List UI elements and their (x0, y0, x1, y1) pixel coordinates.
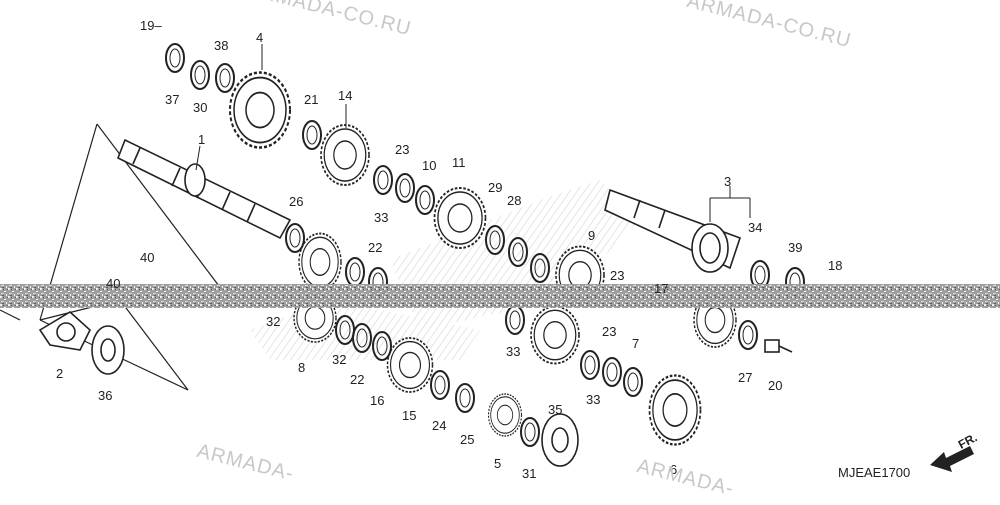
callout-30: 30 (193, 100, 207, 115)
callout-29: 29 (488, 180, 502, 195)
callout-18: 18 (828, 258, 842, 273)
callout-32b: 32 (332, 352, 346, 367)
callout-6: 6 (670, 462, 677, 477)
callout-8: 8 (298, 360, 305, 375)
callout-28: 28 (507, 193, 521, 208)
callout-39: 39 (788, 240, 802, 255)
callout-38: 38 (214, 38, 228, 53)
gear-part-4 (228, 71, 292, 149)
callout-34: 34 (748, 220, 762, 235)
callout-25: 25 (460, 432, 474, 447)
callout-24: 24 (432, 418, 446, 433)
callout-16: 16 (370, 393, 384, 408)
callout-40b: 40 (106, 276, 120, 291)
callout-11: 11 (452, 155, 466, 170)
gear-part-14 (320, 124, 370, 186)
callout-7: 7 (632, 336, 639, 351)
callout-1: 1 (198, 132, 205, 147)
callout-33: 33 (374, 210, 388, 225)
callout-26: 26 (289, 194, 303, 209)
bolt-part-20 (764, 339, 793, 353)
callout-4: 4 (256, 30, 263, 45)
gear-part-6 (648, 374, 702, 446)
gear-part-5 (487, 393, 523, 437)
callout-40a: 40 (140, 250, 154, 265)
callout-37: 37 (165, 92, 179, 107)
callout-20: 20 (768, 378, 782, 393)
gear-part-33-gear (530, 305, 580, 365)
callout-32a: 32 (266, 314, 280, 329)
gear-part-26-gear (298, 232, 342, 292)
mainshaft-part-1 (116, 138, 292, 240)
callout-33c: 33 (586, 392, 600, 407)
callout-3: 3 (724, 174, 731, 189)
callout-15: 15 (402, 408, 416, 423)
callout-36: 36 (98, 388, 112, 403)
callout-17: 17 (654, 281, 668, 296)
gear-part-11 (433, 187, 487, 249)
callout-10: 10 (422, 158, 436, 173)
plate-part-2 (38, 311, 91, 351)
callout-9: 9 (588, 228, 595, 243)
callout-22b: 22 (350, 372, 364, 387)
callout-21: 21 (304, 92, 318, 107)
callout-2: 2 (56, 366, 63, 381)
countershaft-part-3 (604, 188, 742, 273)
callout-19: 19– (140, 18, 162, 33)
bearing-part-35 (541, 413, 579, 467)
callout-33b: 33 (506, 344, 520, 359)
callout-14: 14 (338, 88, 352, 103)
scan-band (0, 284, 1000, 308)
front-arrow-icon (930, 446, 974, 472)
callout-23c: 23 (602, 324, 616, 339)
callout-22: 22 (368, 240, 382, 255)
callout-31: 31 (522, 466, 536, 481)
bearing-part-36 (91, 325, 125, 375)
leader-lines (195, 44, 751, 222)
callout-27: 27 (738, 370, 752, 385)
callout-23: 23 (395, 142, 409, 157)
diagram-code: MJEAE1700 (838, 465, 911, 480)
gear-part-15 (386, 337, 434, 393)
callout-23b: 23 (610, 268, 624, 283)
callouts: 19– 38 4 37 30 21 14 1 23 10 11 33 29 28… (56, 18, 842, 481)
callout-5: 5 (494, 456, 501, 471)
callout-35: 35 (548, 402, 562, 417)
